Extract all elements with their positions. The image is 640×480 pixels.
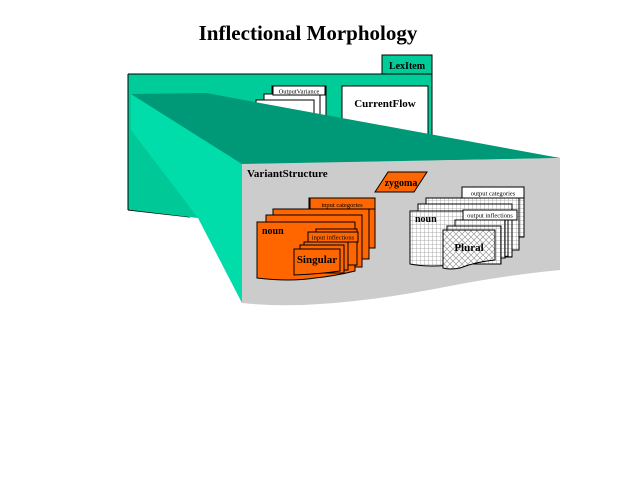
zygoma-shape: zygoma (374, 171, 428, 193)
variant-structure-panel: VariantStructure zygoma input categories… (242, 158, 560, 306)
input-inflections-label: input inflections (312, 235, 355, 242)
output-noun-label: noun (415, 214, 437, 225)
output-categories-label: output categories (471, 191, 516, 198)
input-noun-label: noun (262, 226, 284, 237)
plural-doc (442, 229, 496, 270)
diagram-title: Inflectional Morphology (199, 21, 418, 45)
current-flow-label: CurrentFlow (354, 98, 416, 110)
input-categories-label: input categories (321, 202, 363, 209)
zoom-funnel (131, 93, 560, 303)
output-variance-label: OutputVariance (279, 89, 320, 96)
output-group: output categories noun output inflection… (409, 186, 525, 270)
funnel-inner (131, 130, 198, 218)
variant-structure-label: VariantStructure (247, 168, 328, 180)
output-inflections-label: output inflections (467, 213, 513, 220)
zygoma-label: zygoma (385, 178, 418, 189)
singular-doc (293, 248, 341, 276)
plural-label: Plural (454, 242, 483, 254)
funnel-side (131, 94, 242, 303)
lexitem-tab-label: LexItem (389, 61, 426, 72)
input-group: input categories noun input inflections … (256, 197, 376, 281)
singular-label: Singular (297, 254, 337, 266)
